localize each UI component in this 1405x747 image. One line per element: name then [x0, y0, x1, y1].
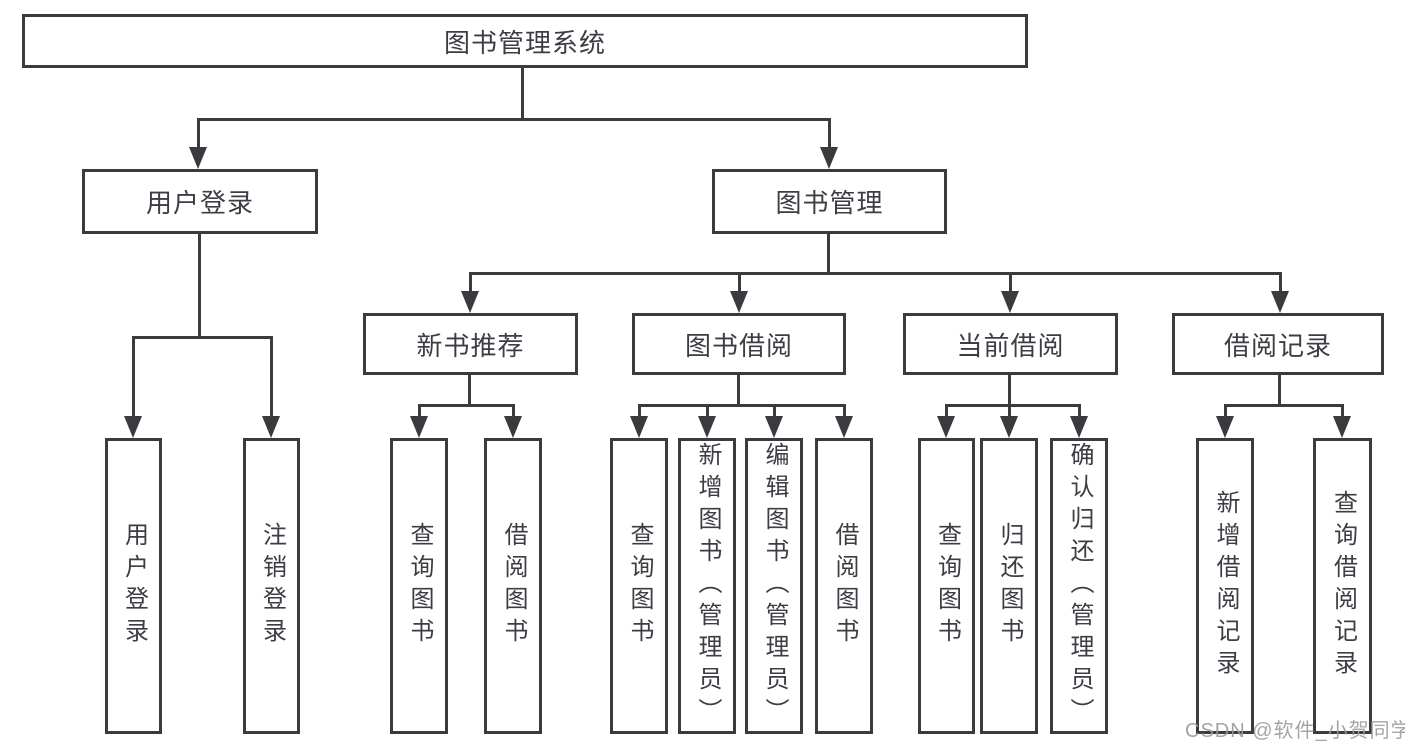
leaf-return-book-label: 归还图书	[996, 522, 1023, 650]
connector-group4-drop	[1278, 375, 1281, 407]
leaf-edit-book-admin-label: 编辑图书（管理员）	[761, 442, 788, 730]
connector-group2-drop	[737, 375, 740, 407]
node-book-management: 图书管理	[712, 169, 947, 234]
leaf-add-book-admin: 新增图书（管理员）	[678, 438, 736, 734]
connector-arrow-line	[1279, 272, 1282, 291]
connector-arrow-line	[773, 404, 776, 416]
arrowhead-icon	[698, 416, 716, 438]
connector-arrow-line	[1224, 404, 1227, 416]
connector-group4-split	[1224, 404, 1344, 407]
connector-arrow-line	[945, 404, 948, 416]
node-new-book-recommend-label: 新书推荐	[416, 330, 525, 361]
arrowhead-icon	[835, 416, 853, 438]
connector-arrow-line	[132, 336, 135, 416]
leaf-borrow-books: 借阅图书	[815, 438, 873, 734]
arrowhead-icon	[730, 291, 748, 313]
leaf-user-login-label: 用户登录	[120, 522, 148, 650]
arrowhead-icon	[1271, 291, 1289, 313]
arrowhead-icon	[937, 416, 955, 438]
connector-userlogin-drop	[198, 234, 201, 339]
connector-group3-split	[945, 404, 1081, 407]
connector-root-split	[197, 118, 831, 121]
leaf-query-books-current: 查询图书	[918, 438, 975, 734]
connector-arrow-line	[1008, 404, 1011, 416]
node-book-borrowing: 图书借阅	[632, 313, 846, 375]
connector-bookmgmt-drop	[827, 234, 830, 275]
connector-arrow-line	[638, 404, 641, 416]
leaf-query-borrow-record: 查询借阅记录	[1313, 438, 1372, 734]
connector-arrow-line	[197, 118, 200, 147]
connector-group1-drop	[468, 375, 471, 407]
node-current-borrowing: 当前借阅	[903, 313, 1118, 375]
arrowhead-icon	[765, 416, 783, 438]
node-book-management-label: 图书管理	[775, 188, 884, 218]
node-library-system: 图书管理系统	[22, 14, 1028, 68]
leaf-edit-book-admin: 编辑图书（管理员）	[745, 438, 803, 734]
connector-arrow-line	[270, 336, 273, 416]
arrowhead-icon	[461, 291, 479, 313]
arrowhead-icon	[1216, 416, 1234, 438]
arrowhead-icon	[1070, 416, 1088, 438]
leaf-user-login: 用户登录	[105, 438, 162, 734]
connector-arrow-line	[418, 404, 421, 416]
leaf-borrow-books-recommend-label: 借阅图书	[500, 522, 527, 650]
arrowhead-icon	[189, 147, 207, 169]
leaf-logout-label: 注销登录	[258, 522, 286, 650]
node-user-login: 用户登录	[82, 169, 318, 234]
leaf-confirm-return-admin-label: 确认归还（管理员）	[1066, 442, 1093, 730]
connector-arrow-line	[843, 404, 846, 416]
leaf-add-book-admin-label: 新增图书（管理员）	[694, 442, 721, 730]
leaf-add-borrow-record-label: 新增借阅记录	[1212, 490, 1239, 682]
arrowhead-icon	[410, 416, 428, 438]
connector-root-drop	[521, 68, 524, 121]
leaf-borrow-books-label: 借阅图书	[831, 522, 858, 650]
arrowhead-icon	[504, 416, 522, 438]
connector-arrow-line	[1341, 404, 1344, 416]
arrowhead-icon	[124, 416, 142, 438]
leaf-query-books-current-label: 查询图书	[933, 522, 961, 650]
leaf-query-books-recommend-label: 查询图书	[406, 522, 433, 650]
leaf-query-books-borrowing-label: 查询图书	[626, 522, 653, 650]
connector-arrow-line	[706, 404, 709, 416]
node-new-book-recommend: 新书推荐	[363, 313, 578, 375]
connector-group1-split	[418, 404, 515, 407]
leaf-query-borrow-record-label: 查询借阅记录	[1329, 490, 1357, 682]
connector-arrow-line	[512, 404, 515, 416]
connector-arrow-line	[1009, 272, 1012, 291]
node-borrowing-records-label: 借阅记录	[1223, 330, 1332, 361]
connector-group3-drop	[1008, 375, 1011, 407]
node-borrowing-records: 借阅记录	[1172, 313, 1384, 375]
connector-userlogin-split	[132, 336, 273, 339]
connector-arrow-line	[828, 118, 831, 147]
node-library-system-label: 图书管理系统	[443, 27, 606, 58]
node-user-login-label: 用户登录	[145, 188, 254, 218]
leaf-borrow-books-recommend: 借阅图书	[484, 438, 542, 734]
arrowhead-icon	[1001, 291, 1019, 313]
connector-arrow-line	[469, 272, 472, 291]
arrowhead-icon	[262, 416, 280, 438]
leaf-query-books-borrowing: 查询图书	[610, 438, 668, 734]
leaf-query-books-recommend: 查询图书	[390, 438, 448, 734]
connector-arrow-line	[738, 272, 741, 291]
connector-bookmgmt-split	[469, 272, 1282, 275]
arrowhead-icon	[1000, 416, 1018, 438]
csdn-watermark: CSDN @软件_小贺同学	[1185, 720, 1405, 742]
leaf-add-borrow-record: 新增借阅记录	[1196, 438, 1254, 734]
node-book-borrowing-label: 图书借阅	[684, 330, 793, 361]
arrowhead-icon	[1333, 416, 1351, 438]
connector-group2-split	[638, 404, 846, 407]
arrowhead-icon	[820, 147, 838, 169]
connector-arrow-line	[1078, 404, 1081, 416]
leaf-logout: 注销登录	[243, 438, 300, 734]
leaf-confirm-return-admin: 确认归还（管理员）	[1050, 438, 1108, 734]
arrowhead-icon	[630, 416, 648, 438]
node-current-borrowing-label: 当前借阅	[956, 330, 1065, 361]
leaf-return-book: 归还图书	[980, 438, 1038, 734]
